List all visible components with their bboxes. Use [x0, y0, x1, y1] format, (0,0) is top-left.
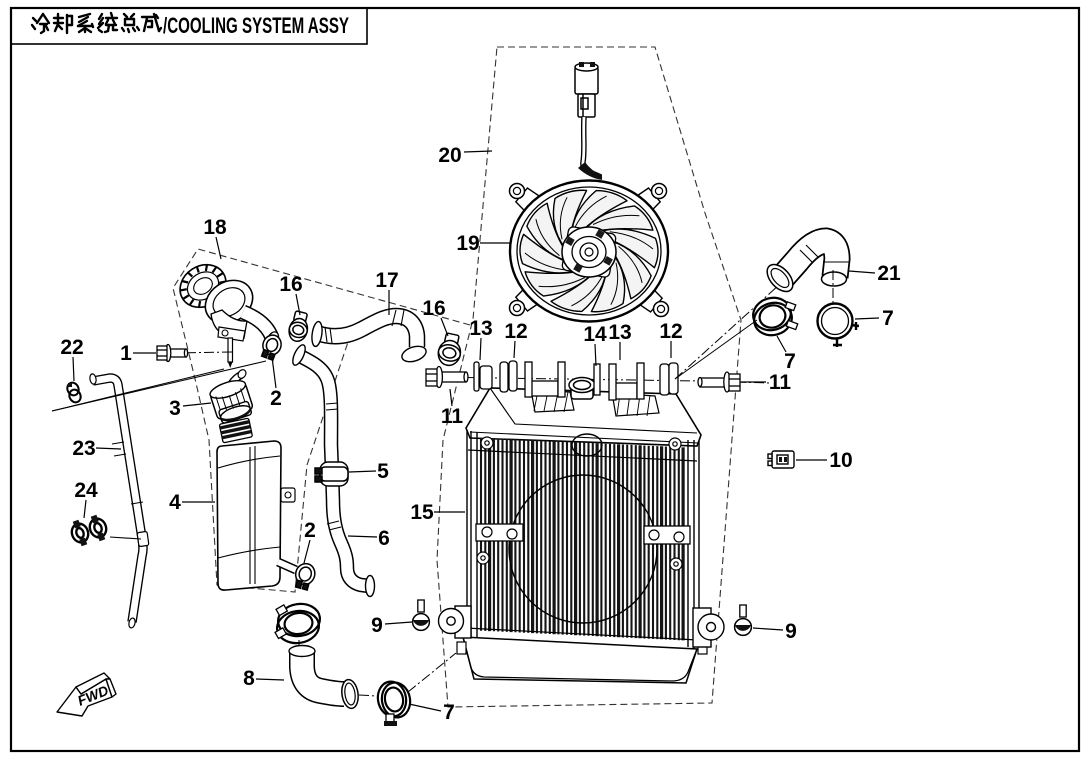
svg-text:11: 11: [441, 405, 464, 428]
svg-text:24: 24: [74, 479, 98, 502]
svg-text:23: 23: [72, 437, 95, 460]
svg-text:16: 16: [422, 297, 445, 320]
svg-text:15: 15: [410, 501, 434, 524]
svg-text:7: 7: [443, 701, 455, 724]
svg-text:/COOLING SYSTEM ASSY: /COOLING SYSTEM ASSY: [163, 13, 349, 38]
svg-text:9: 9: [785, 620, 797, 643]
svg-text:5: 5: [377, 460, 389, 483]
svg-text:18: 18: [203, 216, 227, 239]
svg-text:12: 12: [504, 320, 527, 343]
svg-text:1: 1: [120, 342, 132, 365]
svg-text:4: 4: [169, 491, 181, 514]
svg-text:22: 22: [60, 336, 83, 359]
svg-text:9: 9: [371, 614, 383, 637]
svg-text:6: 6: [378, 527, 390, 550]
svg-text:13: 13: [608, 321, 631, 344]
svg-text:13: 13: [469, 317, 492, 340]
svg-text:11: 11: [769, 371, 792, 394]
svg-text:12: 12: [659, 320, 682, 343]
svg-text:17: 17: [375, 269, 398, 292]
svg-text:2: 2: [270, 387, 282, 410]
svg-text:14: 14: [583, 323, 607, 346]
svg-text:2: 2: [304, 519, 316, 542]
svg-text:7: 7: [784, 350, 796, 373]
svg-text:7: 7: [882, 307, 894, 330]
svg-text:20: 20: [438, 144, 461, 167]
svg-text:21: 21: [877, 262, 901, 285]
svg-text:19: 19: [456, 232, 479, 255]
svg-text:16: 16: [279, 273, 302, 296]
svg-text:8: 8: [243, 667, 255, 690]
svg-text:10: 10: [829, 449, 852, 472]
svg-text:3: 3: [169, 397, 181, 420]
